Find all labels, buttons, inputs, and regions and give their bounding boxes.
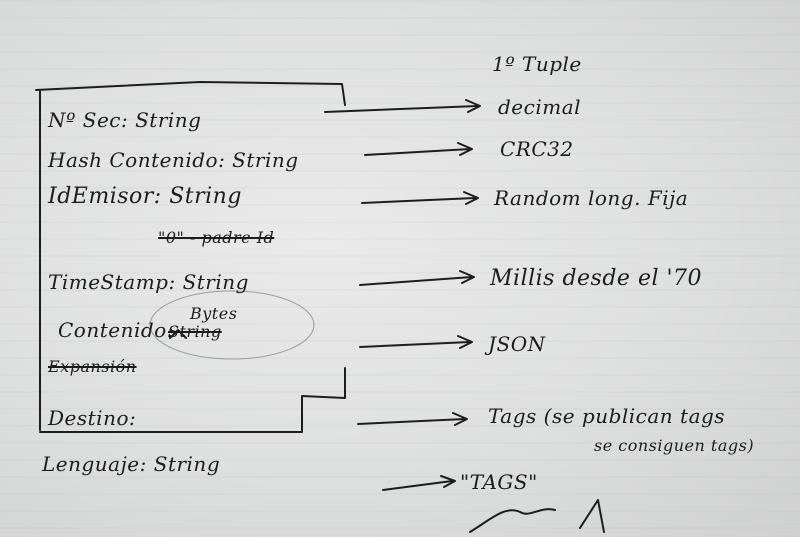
note-millis: Millis desde el '70 [490,266,703,291]
field-hash-contenido: Hash Contenido: String [48,148,299,172]
field-id-emisor: IdEmisor: String [48,184,242,209]
note-crc32: CRC32 [500,137,574,161]
box-bracket-icon [35,81,346,431]
arrow-decimal-icon [324,99,481,113]
contenido-bytes-insert: Bytes [190,304,238,323]
field-num-sec: Nº Sec: String [48,108,202,132]
arrow-json-icon [359,335,473,349]
field-contenido: Contenido: [58,318,174,342]
struck-contenido-string: String [168,322,222,341]
struck-padre-id: "0" - padre Id [158,228,275,247]
note-random-long: Random long. Fija [494,186,689,210]
arrow-random-icon [361,191,479,205]
arrow-tags-icon [357,412,468,426]
note-decimal: decimal [498,95,582,119]
note-title: 1º Tuple [492,52,582,76]
lower-bracket-icon [39,367,346,433]
field-lenguaje: Lenguaje: String [42,452,221,476]
insert-caret-icon [169,329,187,339]
signature-scribble-icon [469,499,605,533]
arrow-millis-icon [359,270,475,286]
note-json: JSON [488,332,546,356]
struck-expansion: Expansión [48,357,137,376]
arrow-crc-icon [364,142,473,156]
note-tags-line1: Tags (se publican tags [488,404,726,428]
field-destino: Destino: [48,406,137,430]
note-tags-line2: se consiguen tags) [594,436,755,455]
arrow-tags-quote-icon [382,475,456,491]
field-timestamp: TimeStamp: String [48,270,249,294]
pencil-circle-icon [149,290,315,360]
note-tags-quote: "TAGS" [460,470,538,494]
